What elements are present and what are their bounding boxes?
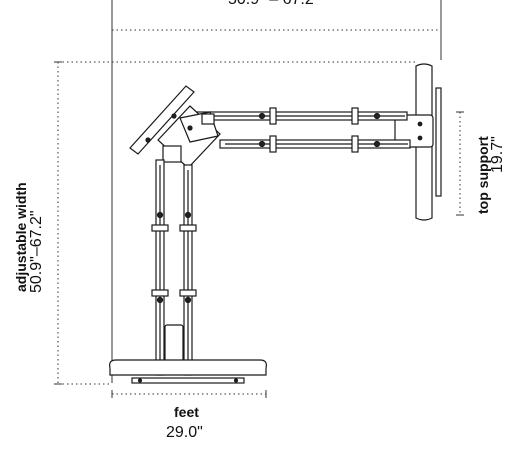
top-support-value: 19.7" xyxy=(489,136,506,173)
corner-piece xyxy=(129,85,221,169)
vertical-leg xyxy=(109,159,267,384)
top-length-label: 50.9" – 67.2" xyxy=(228,0,319,8)
horizontal-leg xyxy=(194,63,442,221)
dimension-lines xyxy=(54,0,464,398)
feet-value: 29.0" xyxy=(166,424,203,441)
feet-label: feet xyxy=(174,404,199,420)
adjustable-width-label: adjustable width xyxy=(13,182,29,292)
top-support-label: top support xyxy=(475,136,491,214)
adjustable-width-value: 50.9"–67.2" xyxy=(28,210,45,293)
